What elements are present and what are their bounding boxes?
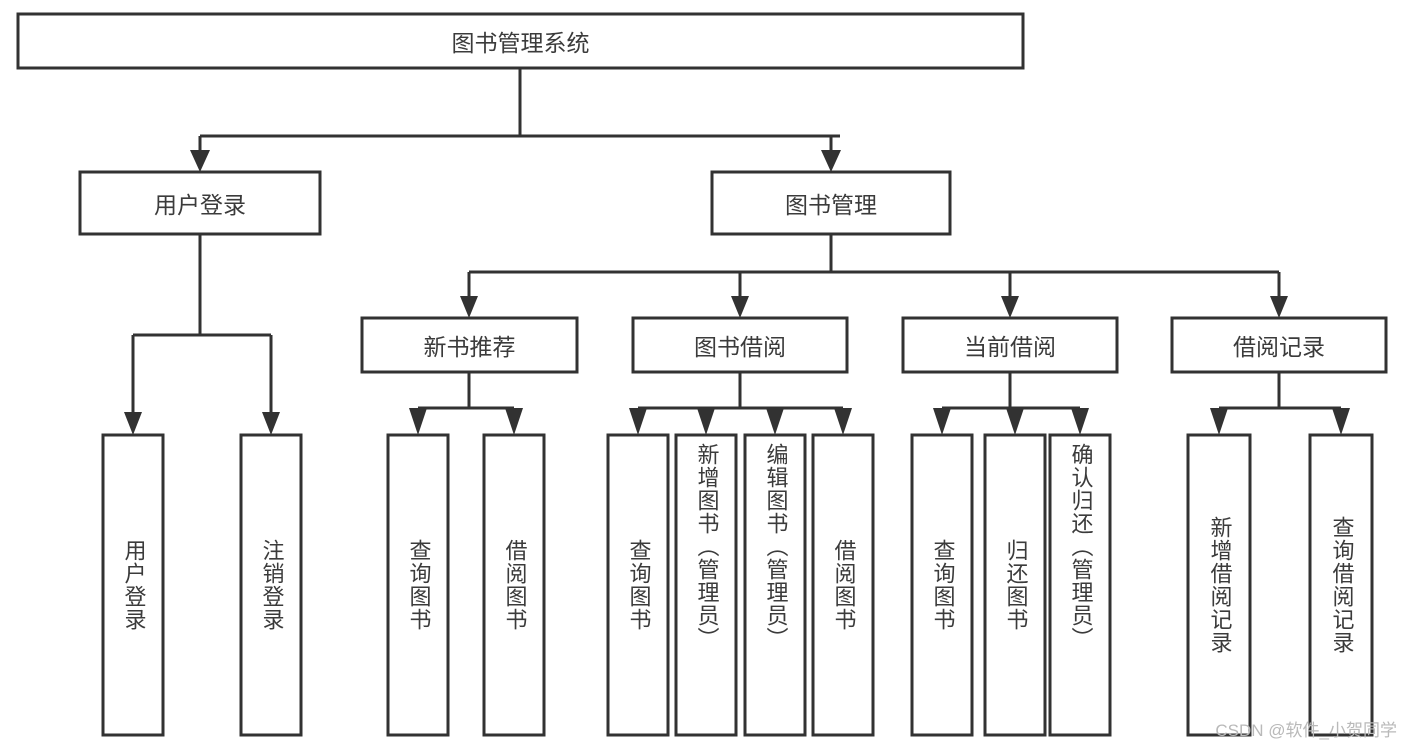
node-leaf-edit-book[interactable] [743, 433, 807, 737]
node-leaf-user-login[interactable] [101, 433, 165, 737]
node-leaf-query-book-1[interactable] [386, 433, 450, 737]
node-leaf-borrow-book-1[interactable] [482, 433, 546, 737]
node-leaf-add-book[interactable] [674, 433, 738, 737]
node-root[interactable] [16, 12, 1025, 70]
connector-record-to-leaves [1210, 372, 1350, 435]
connector-borrow-to-leaves [629, 372, 852, 435]
node-leaf-add-record[interactable] [1186, 433, 1252, 737]
connector-root-to-level1 [190, 68, 841, 172]
node-leaf-query-book-3[interactable] [910, 433, 974, 737]
node-leaf-borrow-book-2[interactable] [811, 433, 875, 737]
node-leaf-return-book[interactable] [983, 433, 1047, 737]
connector-recommend-to-leaves [409, 372, 523, 435]
connector-book-manage-to-level2 [460, 234, 1288, 318]
node-leaf-logout[interactable] [239, 433, 303, 737]
node-leaf-query-record[interactable] [1308, 433, 1374, 737]
node-book-borrow[interactable] [631, 316, 849, 374]
node-borrow-record[interactable] [1170, 316, 1388, 374]
connector-current-to-leaves [933, 372, 1089, 435]
node-current-borrow[interactable] [901, 316, 1119, 374]
node-book-manage[interactable] [710, 170, 952, 236]
node-leaf-query-book-2[interactable] [606, 433, 670, 737]
node-user-login[interactable] [78, 170, 322, 236]
node-leaf-confirm-return[interactable] [1048, 433, 1112, 737]
connector-user-login-to-leaves [124, 234, 280, 435]
node-new-book-recommend[interactable] [360, 316, 579, 374]
